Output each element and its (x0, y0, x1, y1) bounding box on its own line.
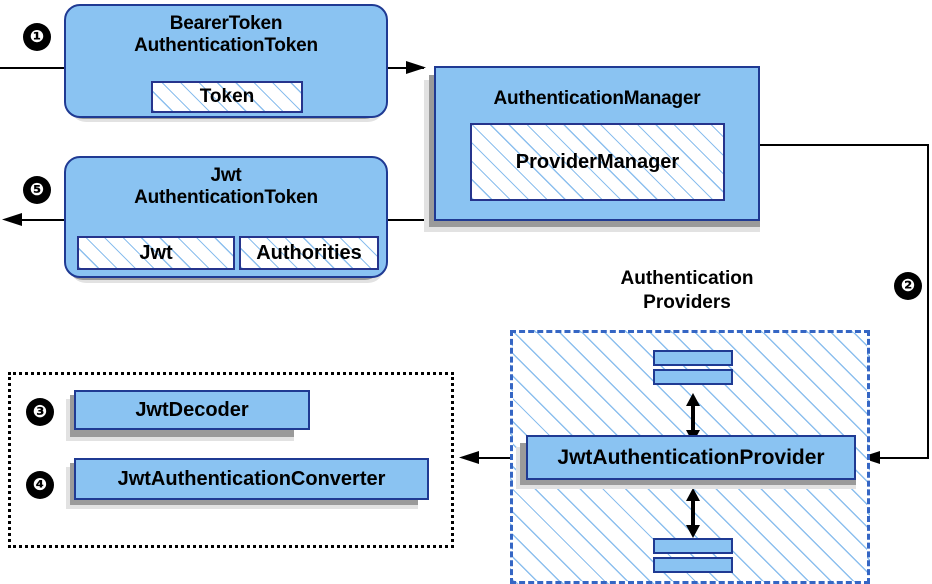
marker-2: ❷ (895, 273, 921, 299)
other-provider-bar-top-1[interactable] (653, 350, 733, 366)
node-jwt-authentication-token[interactable]: Jwt AuthenticationToken Jwt Authorities (64, 156, 388, 278)
connector-manager-right (760, 144, 929, 146)
marker-4: ❹ (27, 472, 53, 498)
jwt-token-field-jwt-label: Jwt (139, 241, 173, 264)
arrowhead-to-support (459, 451, 479, 464)
authentication-providers-title-line2: Providers (643, 292, 731, 313)
node-jwt-authentication-provider[interactable]: JwtAuthenticationProvider (526, 435, 856, 480)
jwt-authentication-provider-label: JwtAuthenticationProvider (557, 445, 825, 469)
jwt-token-title-line2: AuthenticationToken (134, 187, 318, 208)
other-provider-bar-bottom-2[interactable] (653, 557, 733, 573)
jwt-support-container (8, 372, 454, 548)
node-jwt-authentication-converter[interactable]: JwtAuthenticationConverter (74, 458, 429, 500)
jwt-token-title-line1: Jwt (210, 165, 242, 186)
jwt-decoder-label: JwtDecoder (135, 398, 249, 421)
connector-inbound-request (0, 67, 70, 69)
node-bearer-token-authentication-token[interactable]: BearerToken AuthenticationToken Token (64, 4, 388, 118)
jwt-token-field-authorities[interactable]: Authorities (239, 236, 379, 270)
connector-right-rail (927, 144, 929, 459)
jwt-token-field-jwt[interactable]: Jwt (77, 236, 235, 270)
arrowhead-to-provider (860, 451, 880, 464)
arrowhead-to-manager (406, 61, 426, 74)
node-authentication-manager[interactable]: AuthenticationManager ProviderManager (434, 66, 760, 221)
other-provider-bar-top-2[interactable] (653, 369, 733, 385)
other-provider-bar-bottom-1[interactable] (653, 538, 733, 554)
provider-chain-arrow-bottom (686, 488, 700, 538)
authentication-providers-title-line1: Authentication (620, 268, 754, 289)
bearer-token-title-line2: AuthenticationToken (134, 35, 318, 56)
provider-manager-label: ProviderManager (515, 150, 680, 173)
connector-manager-to-jwt-token (388, 219, 436, 221)
authentication-manager-title: AuthenticationManager (493, 88, 701, 109)
arrowhead-outbound (2, 213, 22, 226)
bearer-token-field-token[interactable]: Token (151, 81, 303, 113)
connector-provider-to-support (474, 457, 522, 459)
jwt-authentication-converter-label: JwtAuthenticationConverter (117, 467, 386, 490)
jwt-token-field-authorities-label: Authorities (256, 241, 362, 264)
marker-3: ❸ (27, 399, 53, 425)
connector-rail-to-provider (876, 457, 929, 459)
marker-1: ❶ (24, 24, 50, 50)
authentication-manager-field-provider-manager[interactable]: ProviderManager (470, 123, 725, 201)
marker-5: ❺ (24, 177, 50, 203)
bearer-token-field-token-label: Token (199, 86, 255, 107)
connector-outbound-response (8, 219, 70, 221)
connector-bearer-to-manager (386, 67, 424, 69)
bearer-token-title-line1: BearerToken (169, 13, 283, 34)
node-jwt-decoder[interactable]: JwtDecoder (74, 390, 310, 430)
